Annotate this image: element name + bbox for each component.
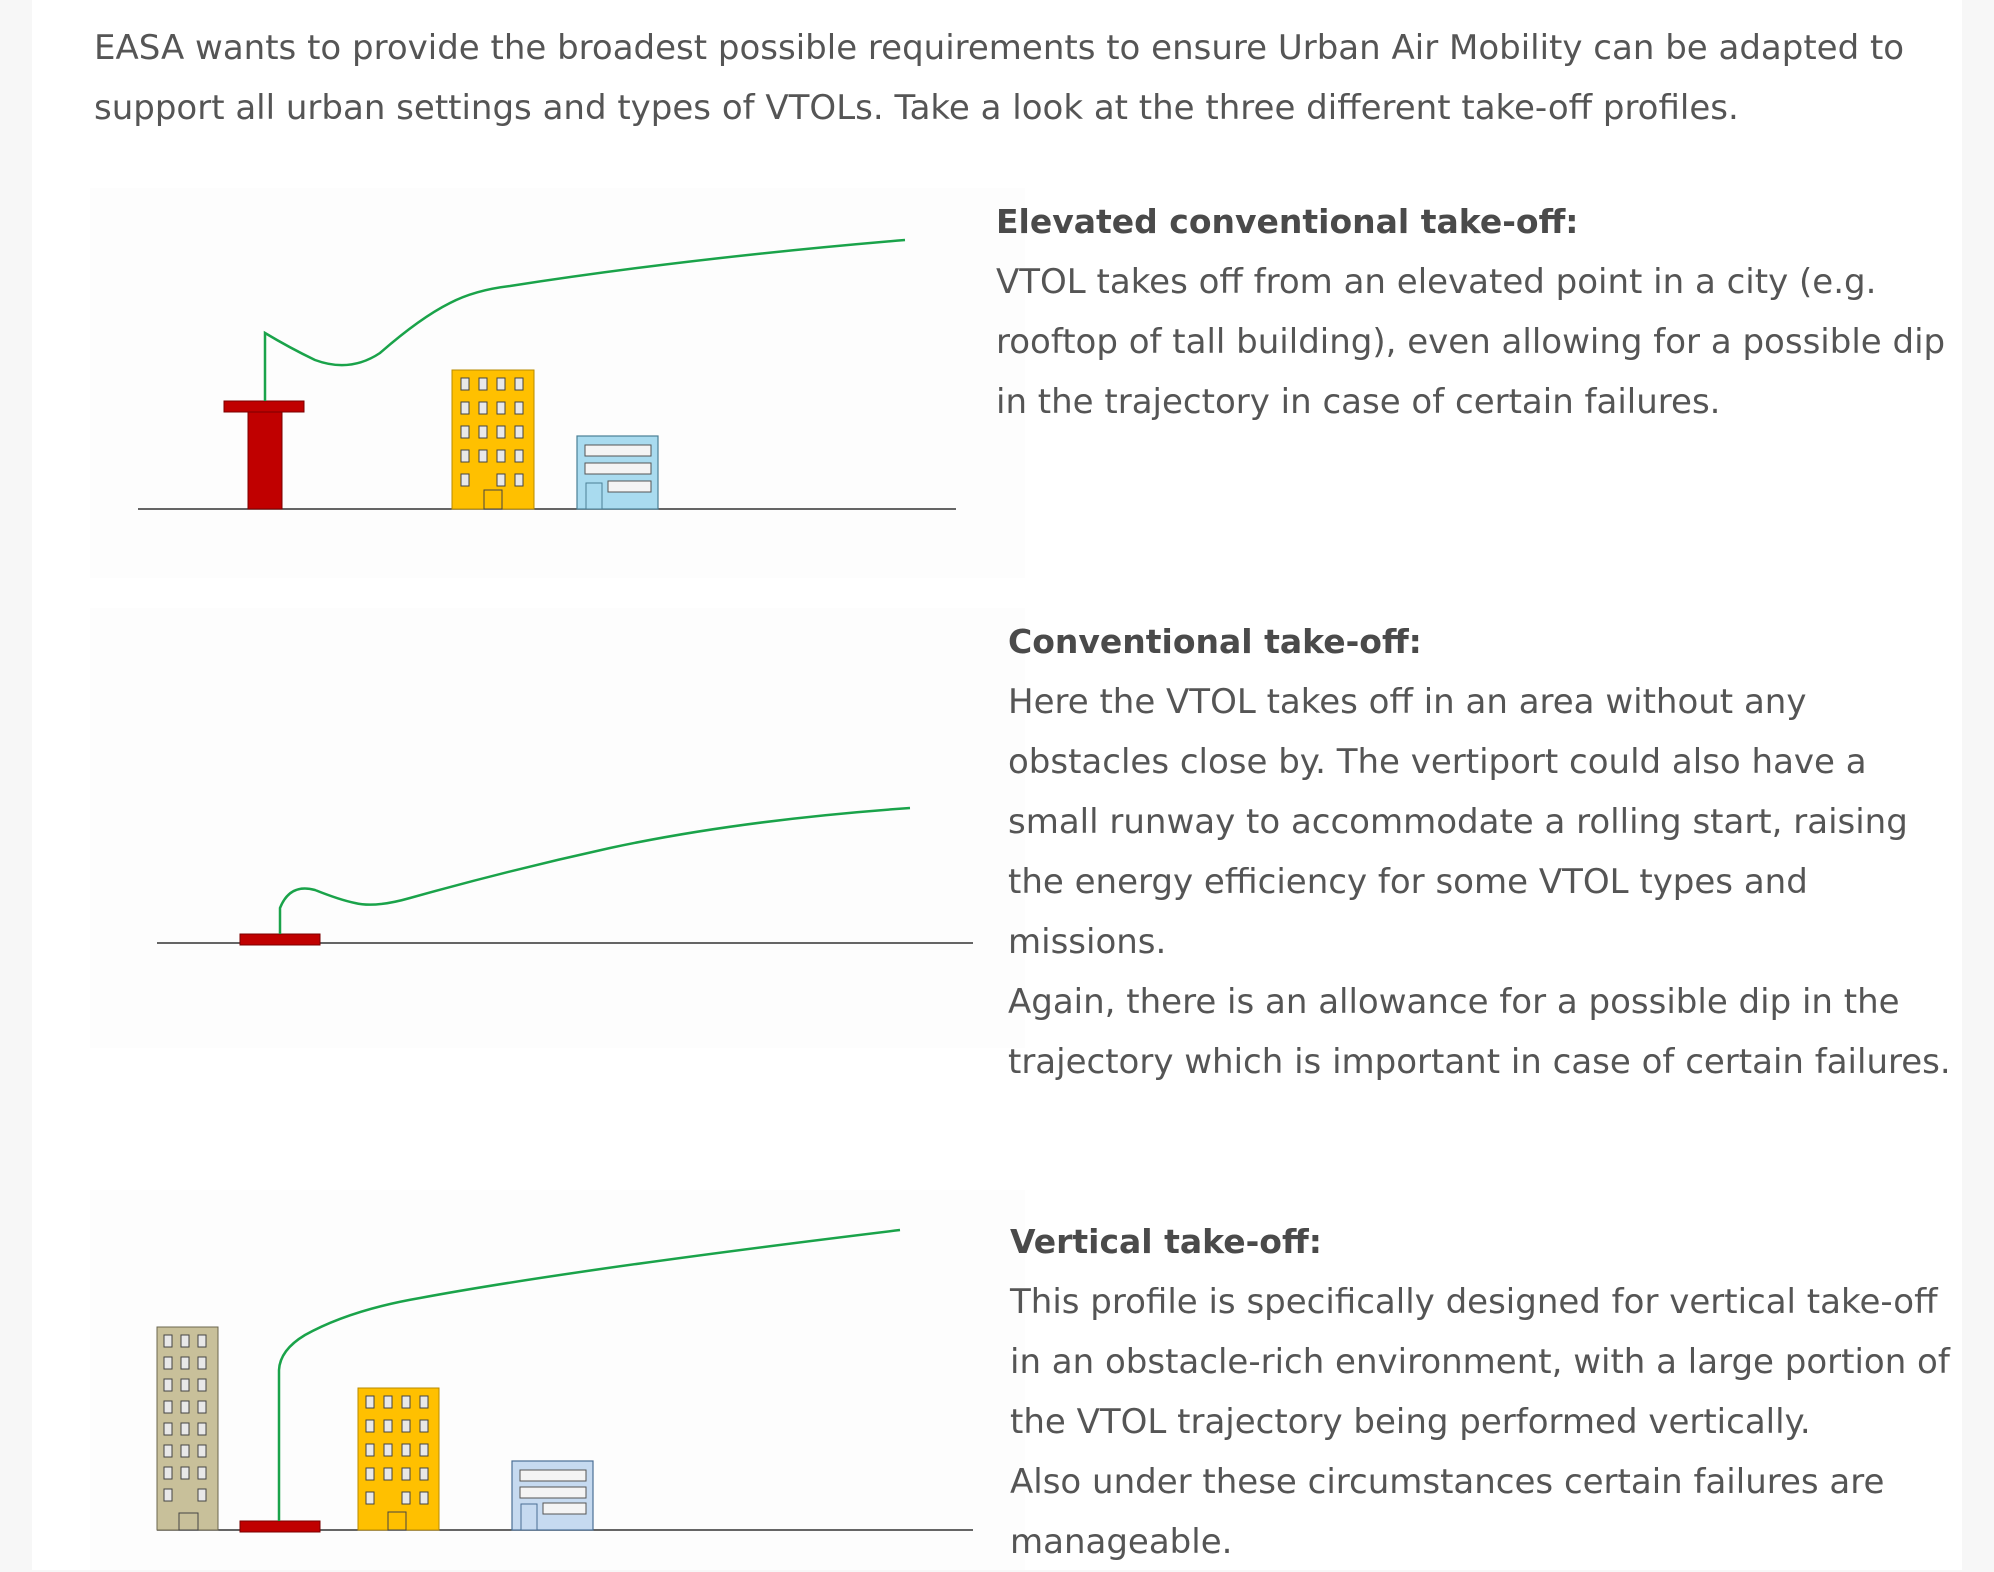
building-window	[419, 1419, 429, 1433]
blue-building	[576, 435, 659, 510]
building-window	[163, 1444, 173, 1458]
intro-paragraph: EASA wants to provide the broadest possi…	[94, 28, 1905, 128]
building-window	[419, 1395, 429, 1409]
building-window	[514, 401, 524, 415]
building-window	[197, 1356, 207, 1370]
building-window	[163, 1334, 173, 1348]
building-window	[496, 473, 506, 487]
building-window	[401, 1467, 411, 1481]
building-window	[460, 449, 470, 463]
building-window	[197, 1422, 207, 1436]
building-window	[460, 377, 470, 391]
building-window	[460, 473, 470, 487]
yellow-building	[357, 1387, 440, 1531]
building-window	[180, 1334, 190, 1348]
building-window	[180, 1444, 190, 1458]
building-window	[365, 1443, 375, 1457]
building-window	[419, 1491, 429, 1505]
building-window	[496, 449, 506, 463]
page: EASA wants to provide the broadest possi…	[32, 0, 1962, 1570]
building-door	[387, 1511, 407, 1531]
building-window	[496, 425, 506, 439]
building-window	[478, 377, 488, 391]
building-window	[460, 401, 470, 415]
building-window	[496, 401, 506, 415]
building-window	[197, 1488, 207, 1502]
building-window	[478, 401, 488, 415]
elevated-takeoff-description: Elevated conventional take-off: VTOL tak…	[996, 192, 1956, 432]
profile-heading: Vertical take-off:	[1010, 1222, 1322, 1261]
building-window	[514, 449, 524, 463]
building-window	[419, 1467, 429, 1481]
profile-paragraph: Here the VTOL takes off in an area witho…	[1008, 682, 1908, 962]
building-window	[383, 1395, 393, 1409]
building-window	[365, 1467, 375, 1481]
building-window	[197, 1400, 207, 1414]
building-window	[163, 1466, 173, 1480]
building-window	[514, 425, 524, 439]
building-window	[180, 1422, 190, 1436]
building-window	[419, 1443, 429, 1457]
yellow-building	[451, 369, 535, 510]
vertical-takeoff-description: Vertical take-off: This profile is speci…	[1010, 1212, 1960, 1572]
ground-vertiport	[239, 933, 321, 946]
vertical-takeoff-illustration	[90, 1190, 1025, 1570]
beige-building	[156, 1326, 219, 1531]
building-window	[514, 473, 524, 487]
building-window	[460, 425, 470, 439]
building-window	[365, 1491, 375, 1505]
profile-paragraph: VTOL takes off from an elevated point in…	[996, 262, 1946, 422]
building-window	[365, 1395, 375, 1409]
building-window	[163, 1400, 173, 1414]
building-window	[197, 1334, 207, 1348]
elevated-vertiport	[223, 400, 305, 510]
profile-heading: Elevated conventional take-off:	[996, 202, 1579, 241]
ground-vertiport	[239, 1520, 321, 1533]
building-window	[514, 377, 524, 391]
trajectory-line	[277, 1228, 901, 1521]
building-window	[383, 1443, 393, 1457]
building-window	[163, 1356, 173, 1370]
profile-heading: Conventional take-off:	[1008, 622, 1422, 661]
building-door	[483, 489, 503, 510]
profile-paragraph: Again, there is an allowance for a possi…	[1008, 982, 1951, 1082]
building-window	[401, 1419, 411, 1433]
building-door	[178, 1512, 199, 1531]
building-window	[197, 1466, 207, 1480]
conventional-takeoff-illustration	[90, 608, 1025, 1048]
building-window	[401, 1491, 411, 1505]
building-window	[180, 1378, 190, 1392]
building-window	[478, 449, 488, 463]
elevated-takeoff-illustration	[90, 188, 1025, 578]
trajectory-line	[278, 806, 911, 934]
building-window	[401, 1443, 411, 1457]
building-window	[163, 1422, 173, 1436]
building-window	[163, 1378, 173, 1392]
trajectory-line	[263, 238, 906, 401]
building-window	[383, 1467, 393, 1481]
building-window	[401, 1395, 411, 1409]
blue-building	[511, 1460, 594, 1531]
building-window	[197, 1444, 207, 1458]
building-window	[180, 1466, 190, 1480]
building-window	[496, 377, 506, 391]
conventional-takeoff-description: Conventional take-off: Here the VTOL tak…	[1008, 612, 1958, 1092]
profile-paragraph: Also under these circumstances certain f…	[1010, 1462, 1885, 1562]
building-window	[180, 1400, 190, 1414]
building-window	[365, 1419, 375, 1433]
building-window	[197, 1378, 207, 1392]
profile-paragraph: This profile is specifically designed fo…	[1010, 1282, 1950, 1442]
building-window	[163, 1488, 173, 1502]
building-window	[383, 1419, 393, 1433]
building-window	[478, 425, 488, 439]
building-window	[180, 1356, 190, 1370]
